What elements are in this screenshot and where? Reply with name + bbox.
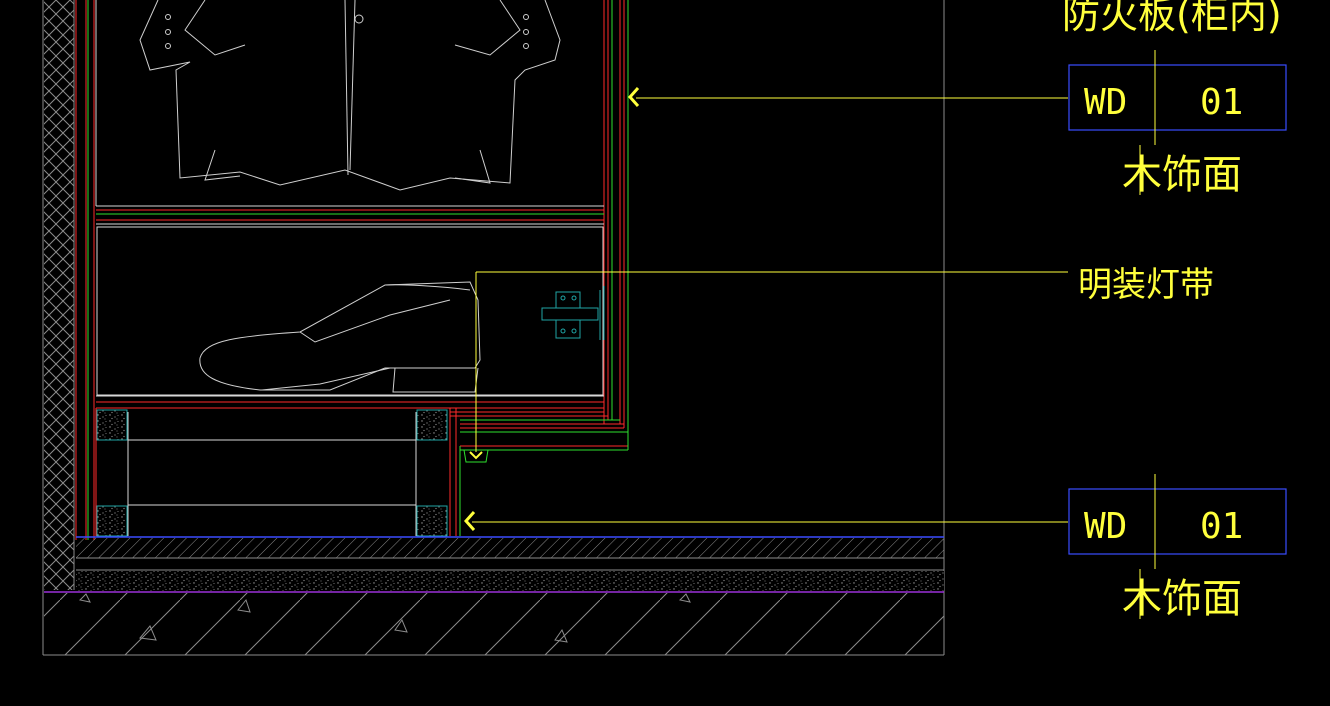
jacket-drawing [139, 0, 561, 191]
light-strip-label: 明装灯带 [1078, 265, 1214, 305]
fireproof-board-label: 防火板(柜内) [1062, 0, 1282, 37]
middle-shelf [96, 205, 604, 396]
left-wall [44, 0, 95, 590]
tag-1-number: 01 [1200, 82, 1243, 123]
tag-1-material: 木饰面 [1122, 152, 1242, 198]
tag-2-material: 木饰面 [1122, 576, 1242, 622]
shoe-drawing [199, 281, 481, 393]
floor-layers [44, 536, 944, 655]
cabinet-base [95, 395, 629, 537]
light-strip-symbol [463, 449, 489, 463]
tag-1-code: WD [1084, 82, 1127, 123]
leader-lines [463, 87, 1068, 531]
tag-2-code: WD [1084, 506, 1127, 547]
material-tag-1: WD 01 木饰面 [1068, 50, 1287, 198]
hinge-symbol [541, 286, 605, 340]
tag-2-number: 01 [1200, 506, 1243, 547]
cabinet-side-panel [95, 0, 629, 432]
material-tag-2: WD 01 木饰面 [1068, 474, 1287, 622]
